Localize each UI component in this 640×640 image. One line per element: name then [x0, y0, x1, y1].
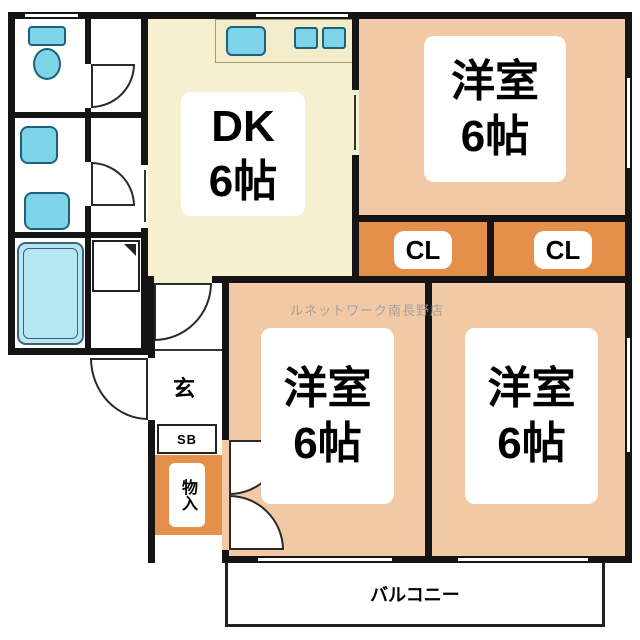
sliding-door-line: [354, 95, 356, 150]
room-size: 6帖: [497, 419, 566, 468]
wall: [212, 276, 632, 283]
wall: [85, 206, 91, 232]
wall: [8, 12, 15, 355]
genkan-step-line: [155, 349, 222, 351]
balcony-label: バルコニー: [370, 584, 460, 605]
room-name: 洋室: [487, 364, 576, 413]
wall: [359, 215, 632, 222]
wall: [8, 232, 141, 238]
wall: [85, 238, 91, 348]
wall: [222, 283, 229, 440]
wall: [222, 556, 258, 563]
storage-text: 物入: [179, 479, 196, 511]
closet-label-left: CL: [394, 231, 452, 269]
room-label-west-top: 洋室 6帖: [424, 36, 566, 182]
closet-text: CL: [545, 234, 581, 265]
window-balcony-right: [458, 556, 588, 563]
kitchen-sink-icon: [226, 26, 266, 56]
room-label-west-mid: 洋室 6帖: [261, 328, 394, 504]
room-size: 6帖: [460, 112, 530, 161]
vanity-icon: [24, 192, 70, 230]
wall: [588, 556, 632, 563]
closet-text: CL: [405, 234, 441, 265]
washbasin-icon: [20, 126, 58, 164]
toilet-tank-icon: [28, 26, 66, 46]
shoebox-text: SB: [176, 431, 198, 447]
wall: [425, 283, 432, 563]
window-kitchen: [256, 12, 348, 19]
wall: [348, 12, 632, 19]
door-arc-toilet: [91, 64, 135, 108]
wall: [141, 12, 148, 165]
wall: [78, 12, 148, 19]
wall: [8, 12, 25, 19]
drain-mark-icon: [124, 244, 136, 256]
wall: [85, 108, 91, 162]
stove-burner-left-icon: [294, 27, 318, 49]
closet-label-right: CL: [534, 231, 592, 269]
wall: [8, 112, 141, 118]
wall: [85, 18, 91, 64]
door-arc-dk: [154, 283, 212, 341]
room-name: DK: [211, 102, 275, 151]
shoebox-label: SB: [157, 424, 217, 454]
washing-machine-pan-icon: [92, 240, 140, 292]
wall: [625, 168, 632, 338]
wall: [625, 452, 632, 563]
room-label-west-right: 洋室 6帖: [465, 328, 598, 504]
window-west-right: [625, 338, 632, 452]
bathtub-inner-line: [23, 248, 78, 339]
storage-label: 物入: [169, 463, 205, 527]
wall: [487, 215, 494, 283]
room-size: 6帖: [293, 419, 362, 468]
door-arc-washroom: [91, 162, 135, 206]
room-label-dk: DK 6帖: [181, 92, 305, 216]
balcony: バルコニー: [225, 563, 605, 627]
stove-burner-right-icon: [322, 27, 346, 49]
genkan-text: 玄: [172, 376, 195, 401]
bathtub-icon: [17, 242, 84, 345]
room-name: 洋室: [451, 57, 539, 106]
sliding-door-line: [144, 170, 146, 222]
wall: [148, 276, 154, 283]
toilet-bowl-icon: [33, 48, 61, 80]
store-watermark: ルネットワーク南長野店: [290, 303, 445, 318]
wall: [625, 12, 632, 78]
wall: [8, 348, 148, 355]
wall: [392, 556, 458, 563]
wall: [148, 420, 155, 563]
genkan-label: 玄: [164, 370, 204, 404]
door-arc-entrance: [90, 358, 148, 420]
wall: [148, 283, 155, 358]
room-name: 洋室: [283, 364, 372, 413]
wall: [148, 12, 256, 19]
window-balcony-left: [258, 556, 392, 563]
room-size: 6帖: [208, 157, 278, 206]
window-toilet: [25, 12, 78, 19]
window-west-top: [625, 78, 632, 168]
wall: [352, 12, 359, 90]
wall: [352, 155, 359, 283]
wall: [141, 228, 148, 355]
